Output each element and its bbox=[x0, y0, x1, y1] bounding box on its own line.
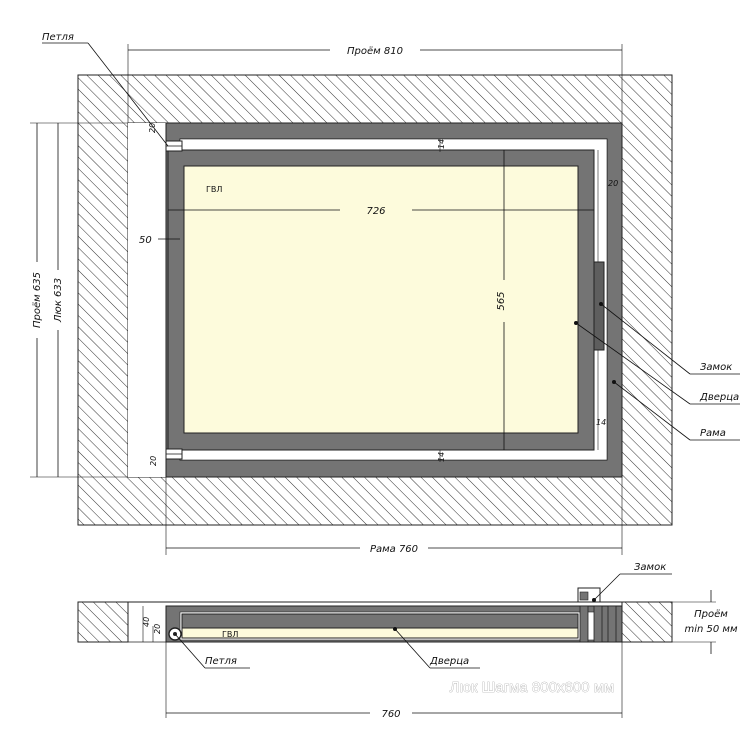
dim-14-bottom: 14 bbox=[437, 452, 446, 462]
dim-40: 40 bbox=[142, 617, 151, 627]
frame-760-label: Рама 760 bbox=[370, 544, 418, 555]
door-label: Дверца bbox=[699, 392, 739, 403]
opening-min-line2: min 50 мм bbox=[684, 624, 737, 635]
dim-14-right: 14 bbox=[596, 418, 606, 427]
dim-20-section: 20 bbox=[153, 624, 162, 634]
dim-565: 565 bbox=[496, 291, 507, 310]
lock-section-label: Замок bbox=[634, 562, 666, 573]
hinge-label: Петля bbox=[42, 32, 74, 43]
section-gvl bbox=[181, 627, 579, 639]
lock-label: Замок bbox=[700, 362, 732, 373]
section-wall-left bbox=[77, 601, 129, 643]
hatch-height-label: Люк 633 bbox=[53, 278, 64, 323]
door-section-label: Дверца bbox=[429, 656, 469, 667]
caption-watermark: Люк Шагма 800х600 мм bbox=[450, 679, 615, 696]
gvl-label: ГВЛ bbox=[206, 185, 222, 194]
dim-14-top: 14 bbox=[437, 139, 446, 149]
dim-20-bottom: 20 bbox=[149, 456, 158, 466]
dim-20-top: 20 bbox=[148, 123, 157, 133]
opening-width-label: Проём 810 bbox=[347, 46, 403, 57]
dim-20-right: 20 bbox=[608, 179, 618, 188]
hinge-section-label: Петля bbox=[205, 656, 237, 667]
gvl-panel bbox=[183, 165, 579, 434]
gvl-section-label: ГВЛ bbox=[222, 630, 238, 639]
opening-height-label: Проём 635 bbox=[32, 272, 43, 328]
opening-min-line1: Проём bbox=[694, 609, 728, 620]
section-wall-right bbox=[621, 601, 673, 643]
frame-label: Рама bbox=[700, 428, 726, 439]
dim-50: 50 bbox=[139, 235, 152, 246]
dim-726: 726 bbox=[366, 206, 385, 217]
section-door bbox=[181, 613, 579, 629]
dim-760-bottom: 760 bbox=[381, 709, 400, 720]
